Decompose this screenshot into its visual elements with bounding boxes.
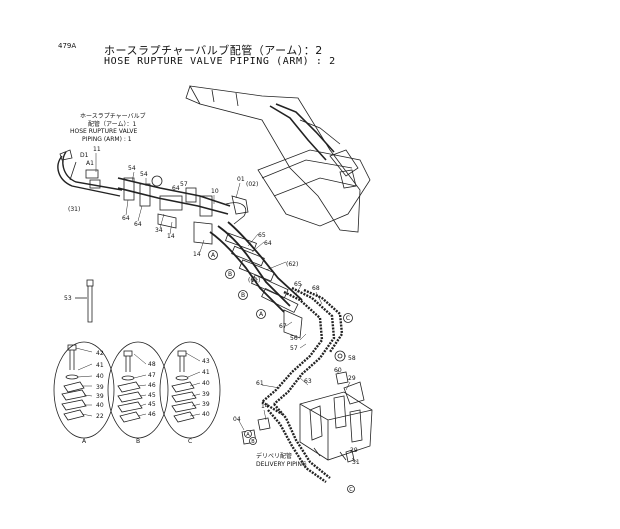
chain-hoses <box>259 286 344 483</box>
kit-a-part-3: 40 <box>96 373 104 380</box>
callout-64c: 64 <box>172 185 180 192</box>
kit-c-part-4: 39 <box>202 391 210 398</box>
clamp-plate <box>283 309 303 339</box>
marker-b-2: B <box>241 292 245 299</box>
title-english: HOSE RUPTURE VALVE PIPING (ARM) : 2 <box>104 56 336 67</box>
kit-a-label: A <box>82 438 87 445</box>
kit-b-part-2: 47 <box>148 372 156 379</box>
callout-11: 11 <box>93 146 101 153</box>
leader-lines <box>75 153 358 463</box>
reference-note-en-line2: PIPING (ARM) : 1 <box>82 135 132 143</box>
reference-note: ホースラプチャーバルブ 配管（アーム）：1 HOSE RUPTURE VALVE… <box>70 113 146 143</box>
delivery-piping-note: デリベリ配管 DELIVERY PIPING <box>256 453 307 468</box>
kit-b-part-5: 45 <box>148 401 156 408</box>
kit-a-part-7: 22 <box>96 413 104 420</box>
marker-c-2: C <box>349 487 353 493</box>
arm-structure <box>185 85 371 233</box>
callout-10: 10 <box>211 188 219 195</box>
marker-c-1: C <box>346 315 350 322</box>
callout-53: 53 <box>64 295 72 302</box>
callout-29a: 29 <box>348 375 356 382</box>
kit-a-part-6: 40 <box>96 402 104 409</box>
bolt-53 <box>75 279 94 323</box>
callout-64d: 64 <box>264 240 272 247</box>
callout-64a: 64 <box>122 215 130 222</box>
callout-65b: 65 <box>294 281 302 288</box>
page-number: 479A <box>58 42 77 50</box>
control-valve <box>299 381 373 461</box>
callout-29b: 29 <box>350 447 358 454</box>
callout-57b: 57 <box>290 345 298 352</box>
kit-b-part-1: 48 <box>148 361 156 368</box>
marker-b-1: B <box>228 271 232 278</box>
callout-54a: 54 <box>128 165 136 172</box>
callout-61b: 61 <box>256 380 264 387</box>
callout-54b: 54 <box>140 171 148 178</box>
reference-note-jp-line1: ホースラプチャーバルブ <box>80 113 146 120</box>
kit-a-part-1: 42 <box>96 350 104 357</box>
center-hose-bundle <box>209 195 303 313</box>
callout-56: 56 <box>290 335 298 342</box>
callout-a1: A1 <box>86 160 94 167</box>
kit-b-label: B <box>136 438 140 445</box>
kit-c-part-5: 39 <box>202 401 210 408</box>
reference-note-en-line1: HOSE RUPTURE VALVE <box>70 128 138 135</box>
kit-c-label: C <box>188 438 192 445</box>
marker-a-1: A <box>211 252 216 259</box>
callout-63: 63 <box>304 378 312 385</box>
callout-65a: 65 <box>258 232 266 239</box>
callout-14b: 14 <box>193 251 201 258</box>
callout-01: 01 <box>237 176 245 183</box>
callout-02: (02) <box>246 181 258 188</box>
left-hose-assembly <box>57 149 231 245</box>
callout-d1: D1 <box>80 152 89 159</box>
kit-b-part-3: 46 <box>148 382 156 389</box>
kit-a-part-4: 39 <box>96 384 104 391</box>
kit-c-part-2: 41 <box>202 369 210 376</box>
kit-c-part-3: 40 <box>202 380 210 387</box>
callout-31: (31) <box>68 206 80 213</box>
marker-a-2: A <box>259 311 264 318</box>
callout-68: 68 <box>312 285 320 292</box>
callout-04: 04 <box>233 416 241 423</box>
kit-c-part-1: 43 <box>202 358 210 365</box>
marker-a-3: A <box>246 432 250 438</box>
delivery-note-en: DELIVERY PIPING <box>256 460 307 468</box>
callout-14c: 14 <box>261 403 269 410</box>
callout-57: 57 <box>180 181 188 188</box>
reference-note-jp-line2: 配管（アーム）：1 <box>88 120 137 128</box>
callout-67: 67 <box>279 323 287 330</box>
kit-b-part-4: 45 <box>148 392 156 399</box>
circle-markers <box>208 250 355 493</box>
kit-a-part-5: 39 <box>96 393 104 400</box>
callout-34: 34 <box>155 227 163 234</box>
callout-62: (62) <box>286 261 298 268</box>
callout-31b: 31 <box>352 459 360 466</box>
callout-58: 58 <box>348 355 356 362</box>
kit-a-part-2: 41 <box>96 362 104 369</box>
title-japanese: ホースラプチャーバルブ配管（アーム）：2 <box>104 44 323 57</box>
callout-64b: 64 <box>134 221 142 228</box>
delivery-note-jp: デリベリ配管 <box>256 453 293 460</box>
kit-c-part-6: 40 <box>202 411 210 418</box>
kit-b-part-6: 46 <box>148 411 156 418</box>
marker-b-3: B <box>251 439 255 445</box>
callout-61: (61) <box>248 277 260 284</box>
callout-14a: 14 <box>167 233 175 240</box>
